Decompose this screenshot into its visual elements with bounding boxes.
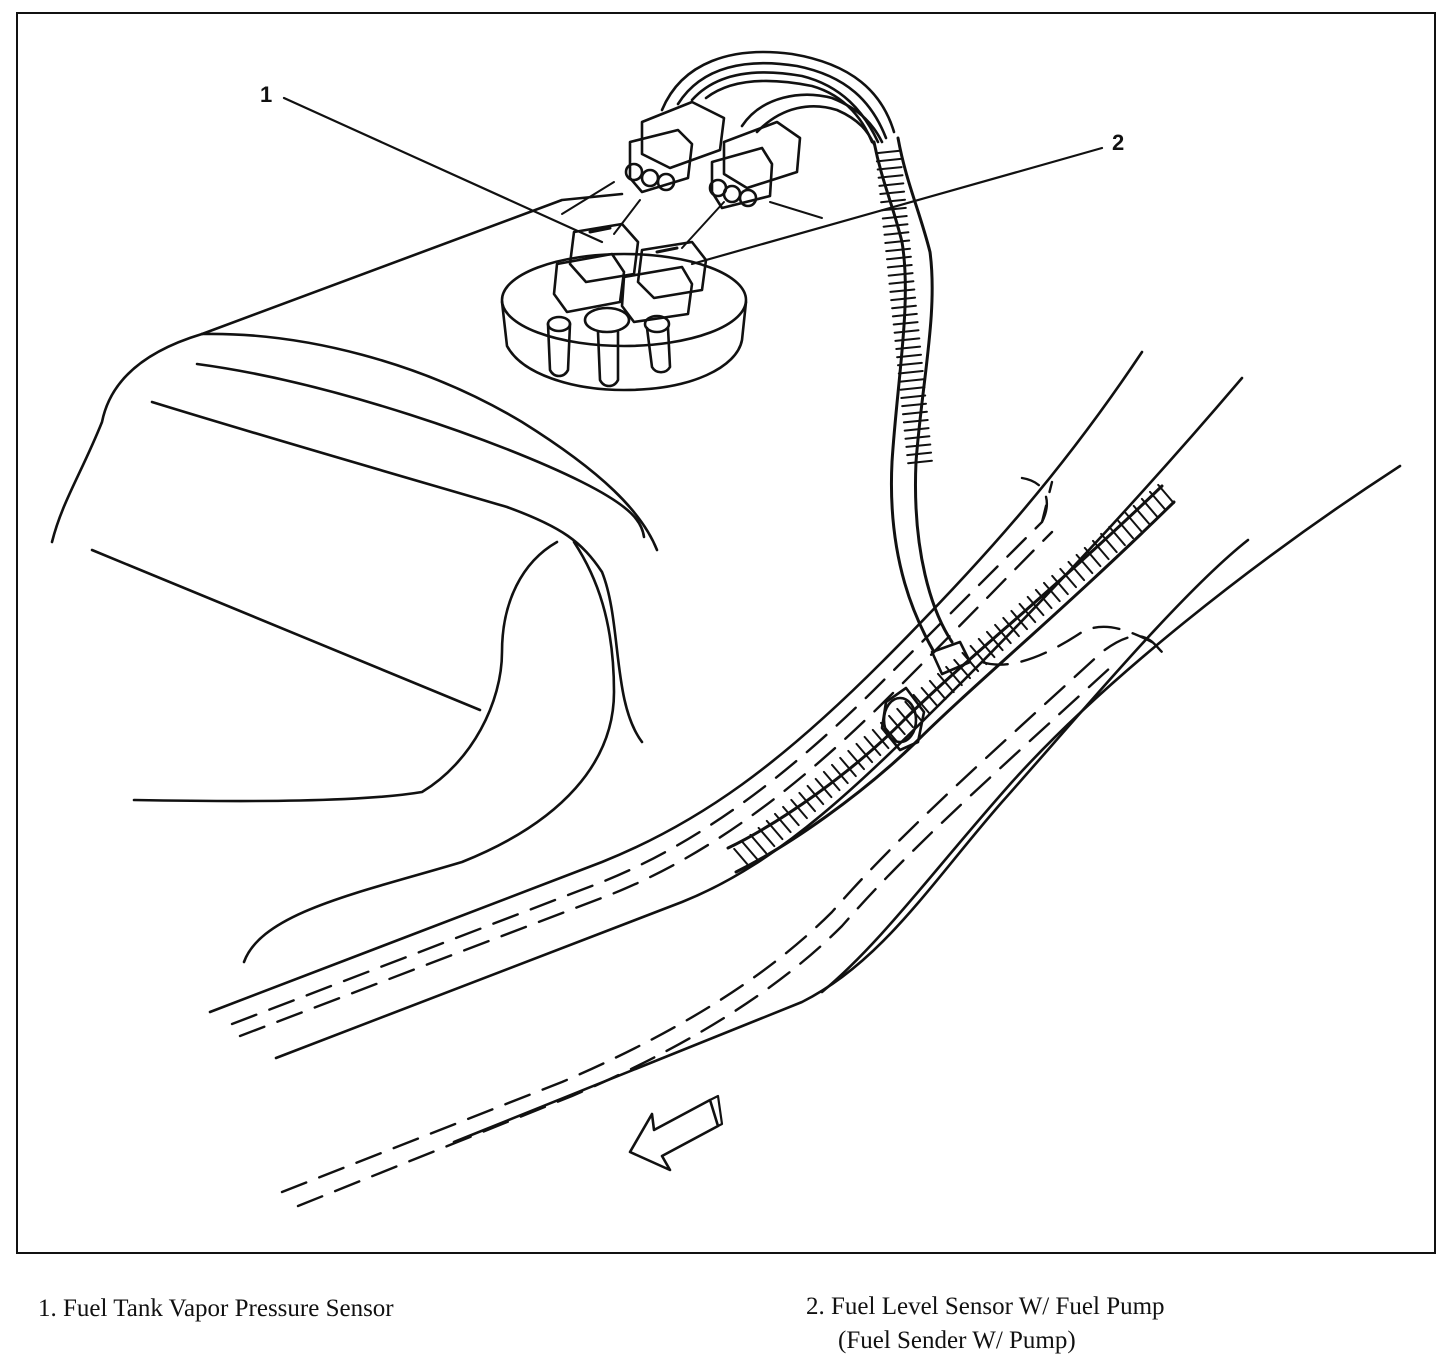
legend-item-1-label: 1. Fuel Tank Vapor Pressure Sensor bbox=[38, 1295, 394, 1322]
diagram-frame: 1 2 bbox=[16, 12, 1436, 1254]
legend-item-2: 2. Fuel Level Sensor W/ Fuel Pump (Fuel … bbox=[806, 1290, 1165, 1358]
fuel-tank bbox=[50, 192, 659, 964]
fuel-tank-diagram bbox=[50, 50, 1402, 1208]
legend-item-2-sublabel: (Fuel Sender W/ Pump) bbox=[838, 1327, 1076, 1354]
frame-rails bbox=[208, 350, 1402, 1144]
legend-item-2-label: 2. Fuel Level Sensor W/ Fuel Pump bbox=[806, 1293, 1165, 1320]
leader-1 bbox=[282, 96, 604, 244]
fuel-sender-module bbox=[500, 222, 748, 392]
lower-harness bbox=[726, 483, 1176, 874]
callout-number-2: 2 bbox=[1112, 130, 1125, 155]
leader-2 bbox=[690, 146, 1104, 266]
callout-leaders bbox=[282, 96, 1104, 266]
wire-harness-conduit bbox=[872, 136, 954, 654]
hidden-lines bbox=[230, 476, 1164, 1208]
legend-item-1: 1. Fuel Tank Vapor Pressure Sensor bbox=[38, 1292, 394, 1326]
forward-arrow-icon bbox=[628, 1094, 724, 1172]
harness-connectors bbox=[561, 50, 896, 249]
callout-number-1: 1 bbox=[260, 82, 273, 107]
